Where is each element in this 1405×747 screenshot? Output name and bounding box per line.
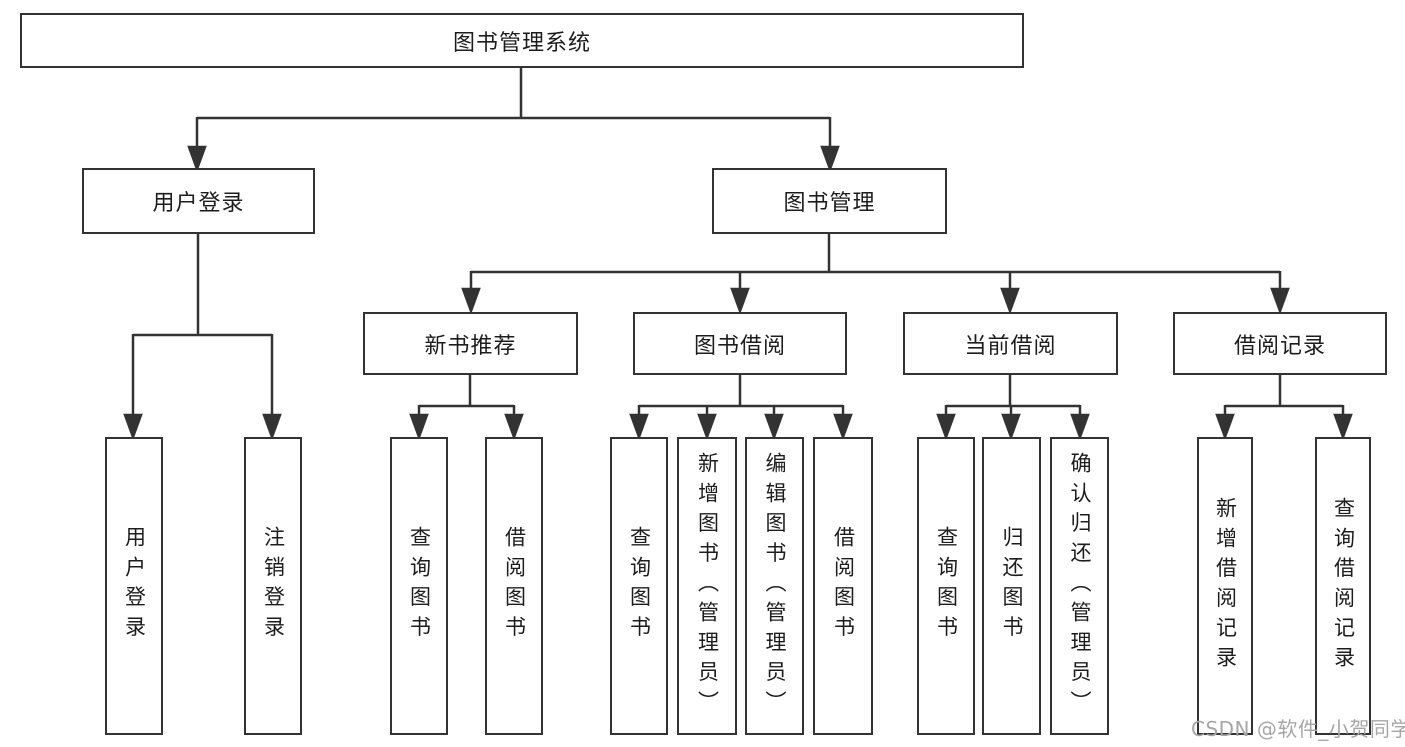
node-book-borrow: 图书借阅 [633, 312, 847, 375]
arrowhead [1215, 413, 1235, 441]
node-label: 确认归还（管理员） [1068, 451, 1092, 721]
node-book-management: 图书管理 [712, 168, 947, 234]
node-label: 新增图书（管理员） [695, 451, 720, 721]
node-user-login: 用户登录 [82, 168, 315, 234]
arrowhead [629, 413, 649, 441]
node-label: 用户登录 [122, 526, 147, 646]
leaf-edit-books-admin: 编辑图书（管理员） [745, 437, 804, 735]
arrowhead [409, 413, 429, 441]
node-label: 新书推荐 [424, 333, 517, 359]
node-label: 新增借阅记录 [1213, 496, 1238, 676]
arrowhead [1001, 413, 1021, 441]
leaf-query-books: 查询图书 [610, 437, 668, 735]
leaf-add-borrow-record: 新增借阅记录 [1197, 437, 1253, 735]
leaf-user-login: 用户登录 [105, 437, 163, 735]
node-current-borrow: 当前借阅 [903, 312, 1118, 375]
arrowhead [1000, 287, 1020, 315]
leaf-logout: 注销登录 [244, 437, 302, 735]
arrowhead [820, 145, 840, 173]
node-label: 用户登录 [152, 191, 245, 216]
arrowhead [1333, 413, 1353, 441]
node-borrow-records: 借阅记录 [1173, 312, 1387, 375]
node-label: 图书借阅 [693, 333, 786, 359]
arrowhead [697, 413, 717, 441]
node-label: 借阅图书 [502, 526, 527, 646]
leaf-query-books-recommend: 查询图书 [390, 437, 448, 735]
leaf-query-books-current: 查询图书 [917, 437, 975, 735]
arrowhead [1070, 413, 1090, 441]
arrowhead [461, 287, 481, 315]
arrowhead [730, 287, 750, 315]
node-label: 查询借阅记录 [1331, 496, 1356, 676]
leaf-return-books: 归还图书 [982, 437, 1041, 735]
node-label: 编辑图书（管理员） [763, 451, 787, 721]
csdn-watermark: CSDN @软件_小贺同学 [1191, 717, 1405, 741]
node-label: 查询图书 [934, 526, 959, 646]
arrowhead [187, 145, 207, 173]
node-label: 当前借阅 [964, 333, 1057, 359]
node-label: 借阅图书 [831, 526, 856, 646]
leaf-borrow-books-recommend: 借阅图书 [485, 437, 543, 735]
node-label: 查询图书 [407, 526, 432, 646]
arrowhead [123, 413, 143, 441]
arrowhead [833, 413, 853, 441]
node-label: 图书管理系统 [452, 30, 591, 56]
arrowhead [936, 413, 956, 441]
node-library-system: 图书管理系统 [20, 13, 1024, 68]
node-label: 注销登录 [261, 526, 286, 646]
node-label: 借阅记录 [1233, 333, 1326, 359]
arrowhead [504, 413, 524, 441]
leaf-add-books-admin: 新增图书（管理员） [677, 437, 737, 735]
leaf-borrow-books: 借阅图书 [813, 437, 873, 735]
node-label: 图书管理 [783, 191, 876, 216]
arrowhead [262, 413, 282, 441]
node-label: 查询图书 [627, 526, 652, 646]
arrowhead [764, 413, 784, 441]
node-new-book-recommend: 新书推荐 [363, 312, 578, 375]
leaf-confirm-return-admin: 确认归还（管理员） [1050, 437, 1109, 735]
leaf-query-borrow-record: 查询借阅记录 [1315, 437, 1371, 735]
node-label: 归还图书 [1000, 526, 1024, 646]
arrowhead [1270, 287, 1290, 315]
